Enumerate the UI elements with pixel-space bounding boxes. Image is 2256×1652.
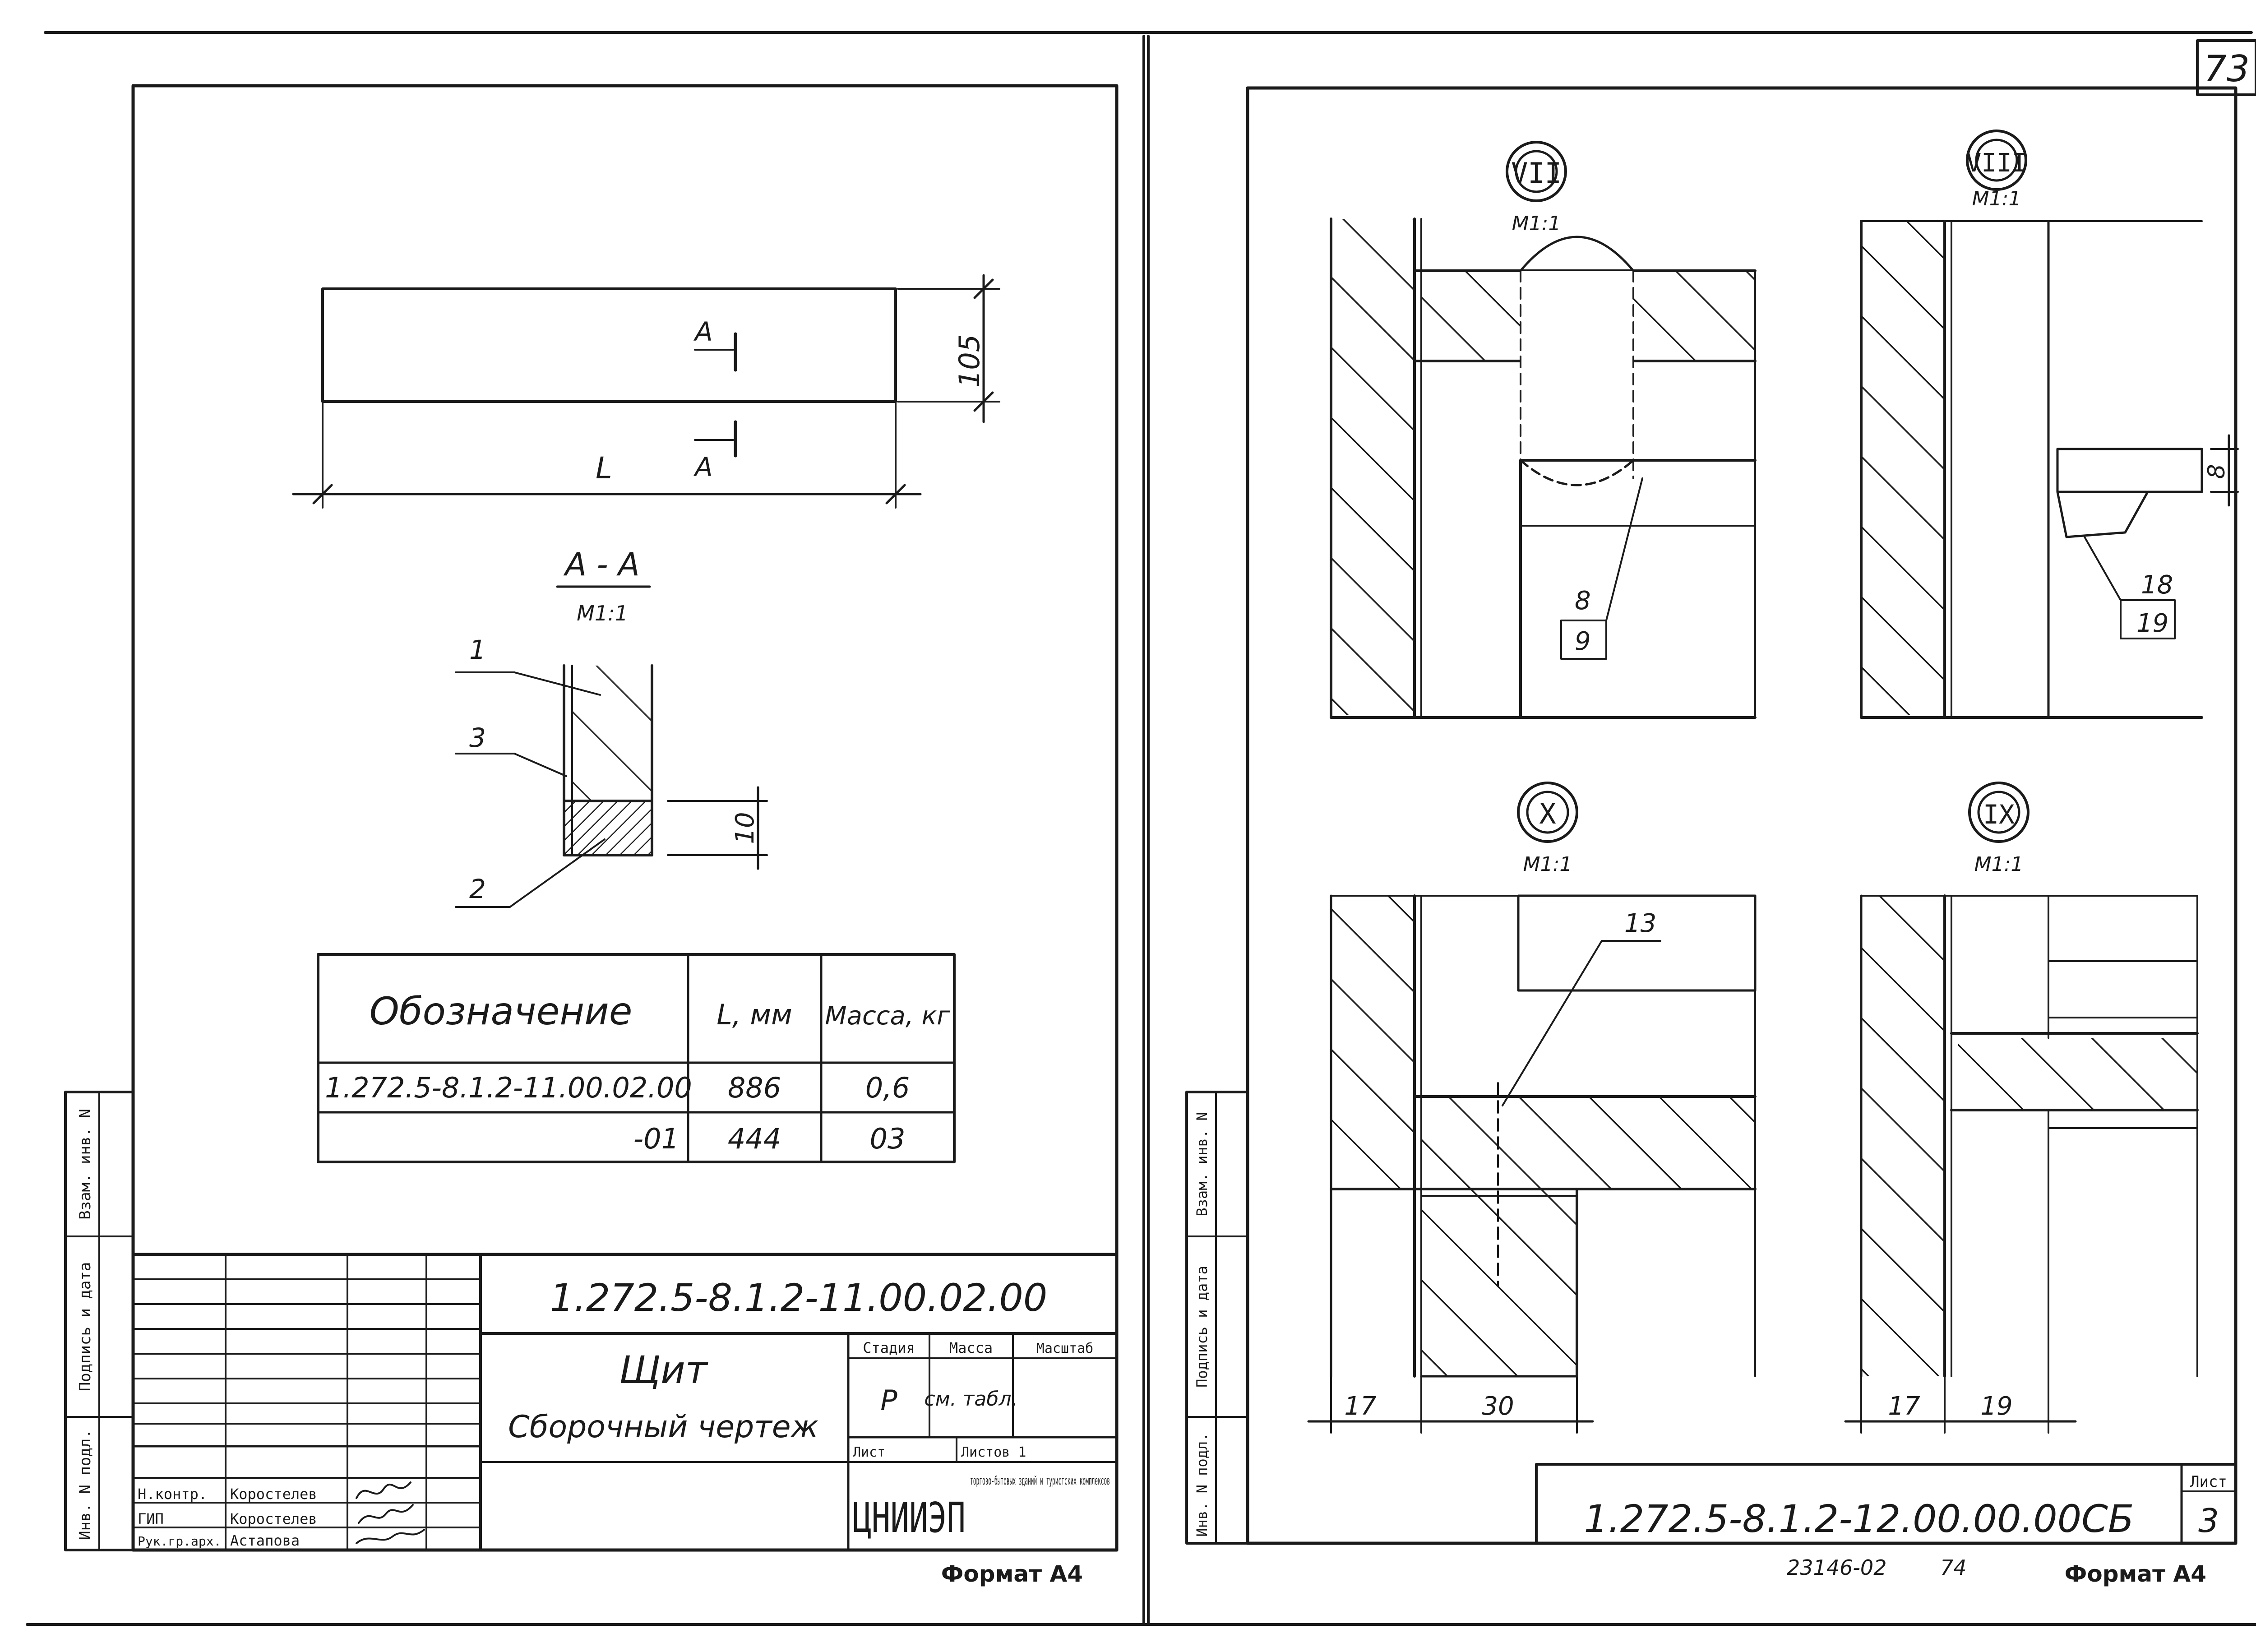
spec-header-mass: Масса, кг (825, 1001, 950, 1031)
section-scale: M1:1 (577, 601, 628, 625)
stage-value: Р (880, 1384, 897, 1417)
archive-number: 23146-02 (1787, 1555, 1886, 1580)
spec-row2-designation: -01 (633, 1122, 679, 1155)
spec-row2-mass: 03 (870, 1122, 906, 1155)
role-1: Н.контр. (138, 1485, 207, 1503)
detail-ix-dim-19: 19 (1980, 1392, 2012, 1421)
detail-scale-viii: M1:1 (1972, 187, 2021, 210)
page-number-box: 73 (2196, 39, 2256, 96)
spec-table: Обозначение L, мм Масса, кг 1.272.5-8.1.… (317, 953, 956, 1163)
spec-row1-designation: 1.272.5-8.1.2-11.00.02.00 (325, 1071, 692, 1104)
detail-mark-x: X (1539, 797, 1556, 830)
callout-13: 13 (1624, 909, 1656, 938)
detail-viii-dim: 8 (2203, 464, 2230, 479)
org-logo: ЦНИИЭП (853, 1494, 966, 1542)
panel-height-dim: 105 (953, 334, 986, 388)
spec-header-designation: Обозначение (370, 989, 633, 1033)
callout-3: 3 (469, 722, 486, 753)
section-a-a: A - A M1:1 1 3 2 10 (455, 546, 768, 908)
stamp-doc-code: 1.272.5-8.1.2-11.00.02.00 (550, 1276, 1048, 1320)
callout-9: 9 (1575, 627, 1591, 656)
strip-dim: 10 (730, 812, 760, 844)
detail-mark-ix: IX (1983, 799, 2015, 830)
callout-8: 8 (1575, 586, 1591, 615)
section-title: A - A (563, 546, 640, 583)
sheets-label: Листов 1 (961, 1444, 1026, 1460)
detail-scale-ix: M1:1 (1974, 853, 2024, 876)
left-sheet: 105 L A A A - A M1:1 (64, 84, 1119, 1587)
right-format: Формат А4 (2065, 1561, 2206, 1587)
detail-x-dim-17: 17 (1344, 1392, 1377, 1421)
callout-18: 18 (2141, 570, 2173, 600)
side-label-inv: Инв. N подл. (76, 1429, 94, 1540)
sheet-label: Лист (853, 1444, 885, 1460)
mass-label: Масса (949, 1339, 993, 1356)
callout-1: 1 (469, 634, 486, 665)
stage-label: Стадия (863, 1339, 915, 1356)
detail-x: X M1:1 13 17 30 (1307, 782, 1757, 1434)
role-2: ГИП (138, 1510, 164, 1527)
r-side-label-replace: Взам. инв. N (1193, 1112, 1211, 1216)
r-sheet-label: Лист (2190, 1473, 2227, 1491)
spec-row1-length: 886 (728, 1071, 781, 1104)
right-title-block: Лист 3 1.272.5-8.1.2-12.00.00.00СБ (1535, 1463, 2237, 1545)
org-name: торгово-бытовых зданий и туристских комп… (970, 1474, 1110, 1488)
stamp-title-1: Щит (619, 1348, 708, 1392)
left-side-strip: Инв. N подл. Подпись и дата Взам. инв. N (64, 1091, 134, 1551)
stamp-title-2: Сборочный чертеж (508, 1409, 818, 1445)
detail-scale-vii: M1:1 (1512, 212, 1561, 235)
section-mark-bottom: A (693, 452, 713, 482)
section-mark-top: A (693, 316, 713, 347)
r-doc-code: 1.272.5-8.1.2-12.00.00.00СБ (1584, 1497, 2134, 1541)
callout-2: 2 (469, 874, 486, 904)
left-format: Формат А4 (941, 1561, 1083, 1587)
r-side-label-sign: Подпись и дата (1193, 1266, 1211, 1388)
detail-vii: VII M1:1 8 9 (1330, 141, 1757, 719)
page-number: 73 (2204, 48, 2250, 90)
detail-x-dim-30: 30 (1482, 1392, 1514, 1421)
mass-value: см. табл. (924, 1388, 1017, 1411)
detail-mark-viii: VIII (1966, 148, 2027, 178)
detail-scale-x: M1:1 (1523, 853, 1572, 876)
name-3: Астапова (230, 1532, 300, 1549)
signatures (356, 1481, 425, 1544)
spec-row1-mass: 0,6 (865, 1071, 910, 1104)
role-3: Рук.гр.арх. (138, 1534, 221, 1549)
side-label-sign: Подпись и дата (76, 1262, 94, 1392)
detail-ix-dim-17: 17 (1888, 1392, 1920, 1421)
detail-mark-vii: VII (1511, 157, 1562, 190)
right-side-strip: Инв. N подл. Подпись и дата Взам. инв. N (1185, 1091, 1249, 1545)
archive-page: 74 (1940, 1555, 1967, 1580)
sheet-frame (26, 31, 2256, 1626)
callout-19: 19 (2136, 609, 2168, 638)
panel-elevation: 105 L A A (292, 274, 1000, 509)
r-sheet-number: 3 (2198, 1502, 2219, 1540)
detail-ix: IX M1:1 17 19 (1844, 782, 2199, 1434)
detail-viii: VIII M1:1 8 18 19 (1860, 130, 2239, 719)
spec-row2-length: 444 (728, 1122, 781, 1155)
scale-label: Масштаб (1036, 1341, 1093, 1356)
right-sheet: Инв. N подл. Подпись и дата Взам. инв. N… (1185, 86, 2239, 1587)
r-side-label-inv: Инв. N подл. (1193, 1432, 1211, 1536)
spec-header-length: L, мм (717, 998, 792, 1031)
side-label-replace: Взам. инв. N (76, 1109, 94, 1220)
panel-length-dim: L (596, 451, 612, 486)
name-2: Коростелев (230, 1510, 317, 1527)
name-1: Коростелев (230, 1485, 317, 1503)
left-title-block: Н.контр. Коростелев ГИП Коростелев Рук.г… (131, 1253, 1119, 1552)
